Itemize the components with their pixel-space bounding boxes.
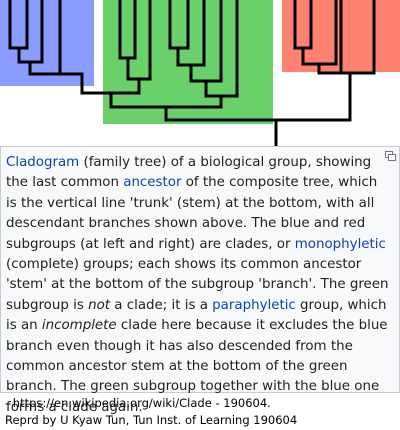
cladogram-branches <box>8 0 376 146</box>
caption-segment: (family tree) of a biological group, sho… <box>6 155 372 191</box>
caption-segment: group, which is an <box>6 297 387 334</box>
link-ancestor[interactable]: ancestor <box>123 175 182 191</box>
link-paraphyletic[interactable]: paraphyletic <box>212 297 296 313</box>
link-monophyletic[interactable]: monophyletic <box>294 236 386 252</box>
cladogram-diagram <box>0 0 400 146</box>
caption-segment: clade here because it excludes the blue … <box>6 318 388 415</box>
caption-emphasis-incomplete: incomplete <box>41 318 117 334</box>
source-credit: - https://en.wikipedia.org/wiki/Clade - … <box>5 396 271 410</box>
caption-segment: a clade; it is a <box>110 297 213 313</box>
caption-panel: Cladogram (family tree) of a biological … <box>0 146 400 415</box>
link-cladogram[interactable]: Cladogram <box>6 155 80 170</box>
caption-segment: (complete) groups; each shows its common… <box>6 257 389 313</box>
caption-emphasis-not: not <box>88 297 111 313</box>
caption-text: Cladogram (family tree) of a biological … <box>6 153 392 418</box>
reproduction-credit: Reprd by U Kyaw Tun, Tun Inst. of Learni… <box>5 413 298 427</box>
magnify-clip-icon[interactable] <box>385 151 396 161</box>
blue-clade-region <box>0 0 94 86</box>
caption-segment: of the composite tree, which is the vert… <box>6 175 378 252</box>
